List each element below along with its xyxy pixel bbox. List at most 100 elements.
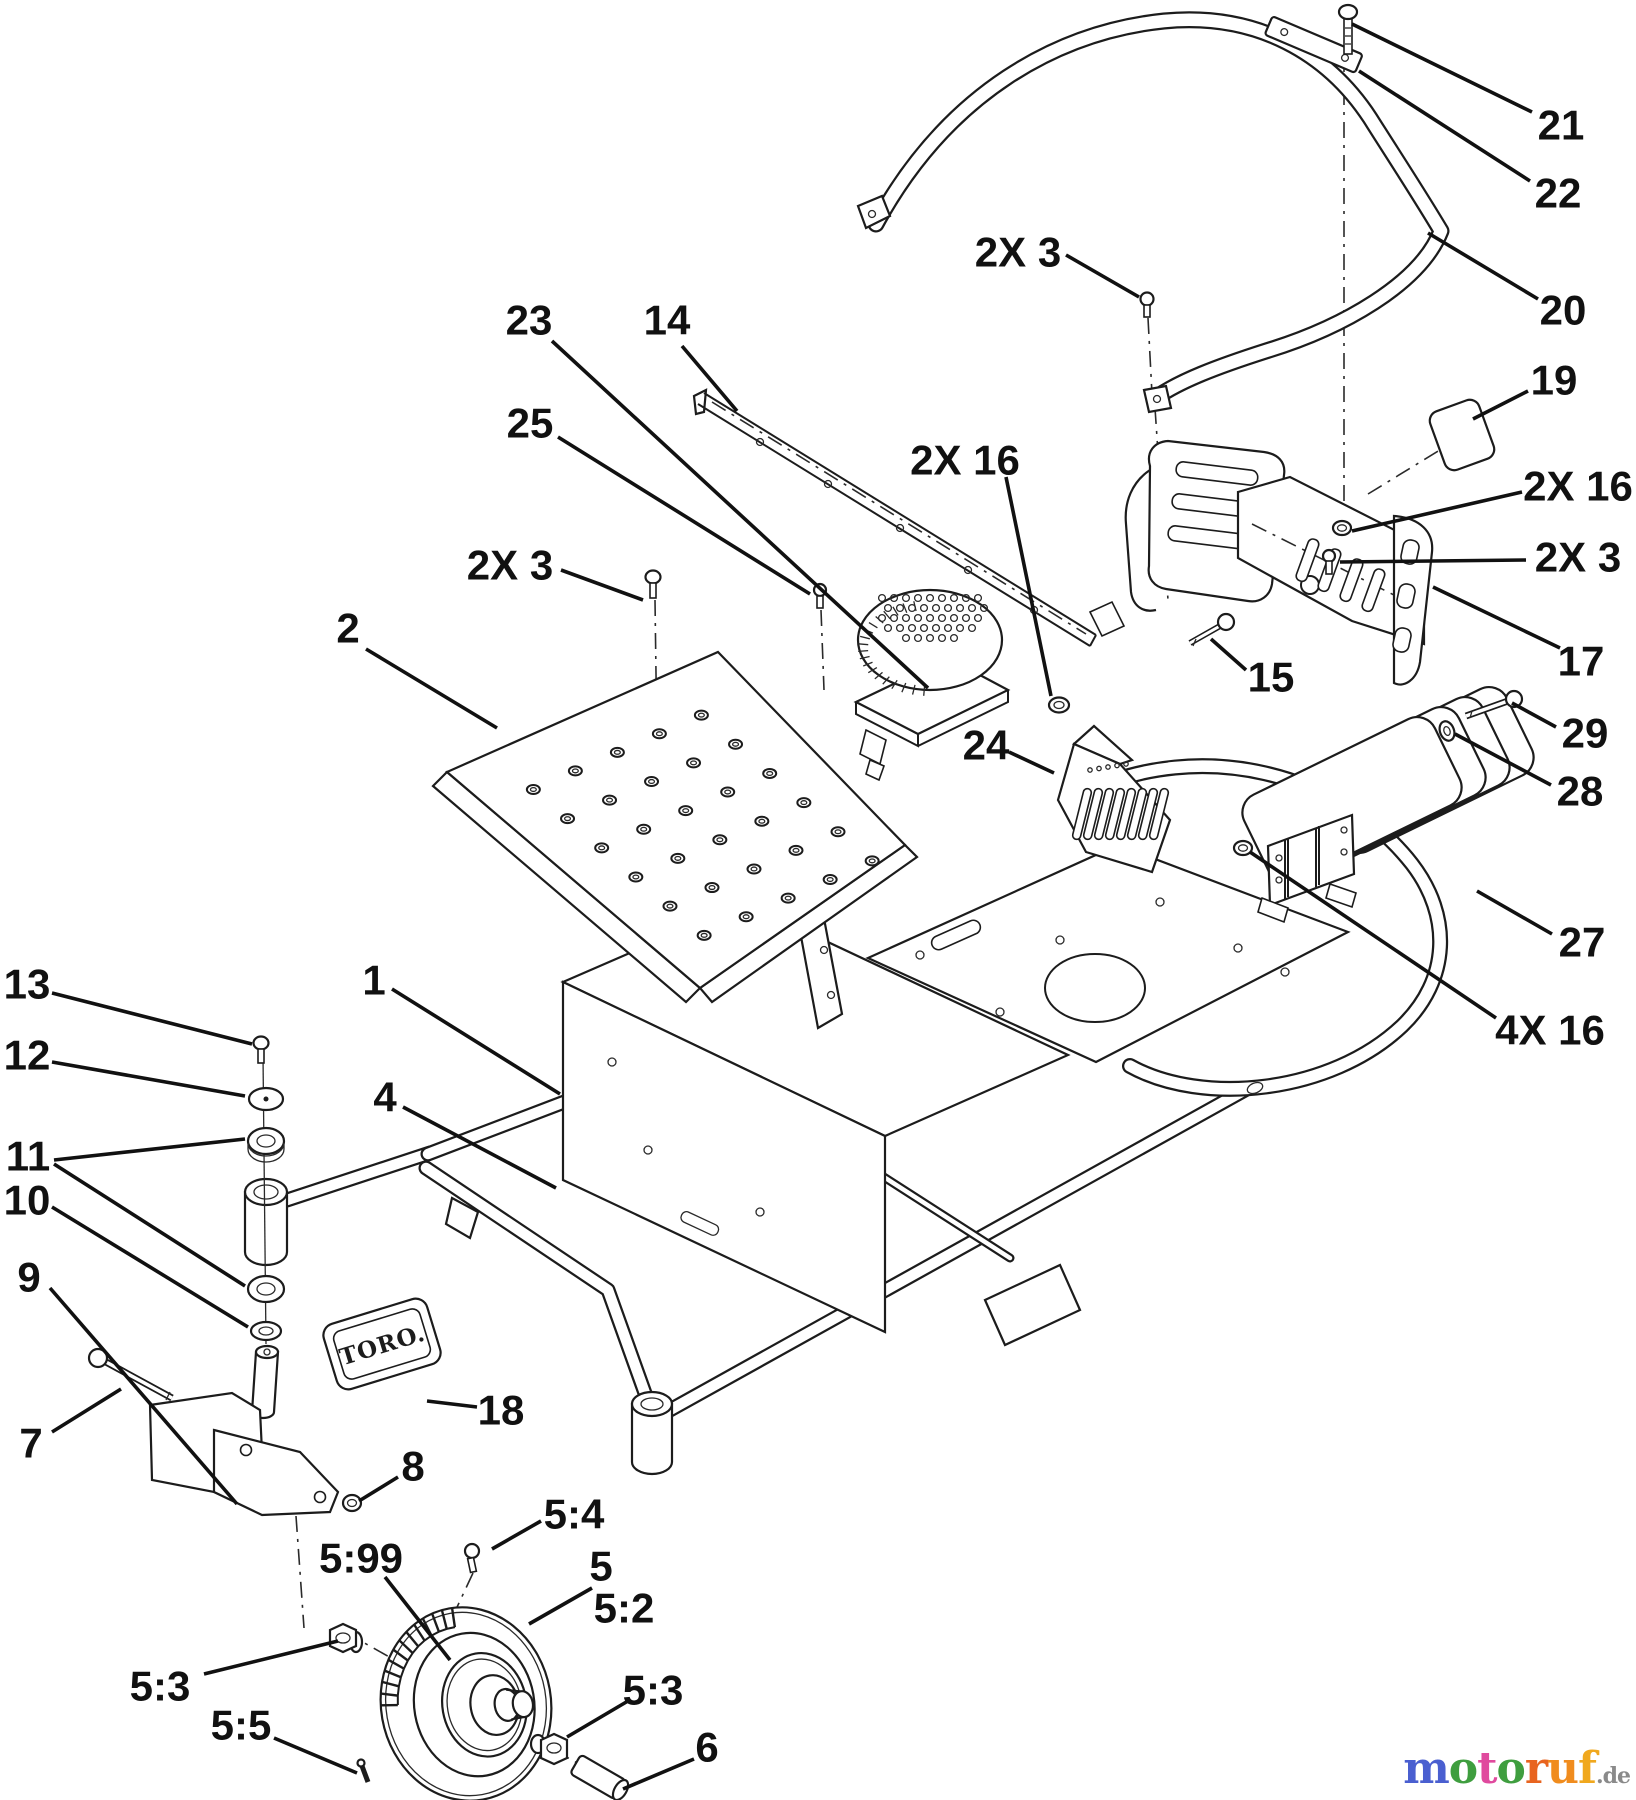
seat-plate-holes [525,709,880,941]
callout-label-23: 23 [506,297,553,344]
flange-nut-2x16 [1331,519,1353,537]
fork-pivot [250,1344,280,1420]
nut-5-3-left [328,1622,364,1654]
weight-bracket [1266,813,1356,907]
callout-4x16: 4X 16 [1248,850,1605,1054]
callout-2x16-center: 2X 16 [910,437,1053,697]
bolt-13 [252,1035,270,1064]
callout-label-1: 1 [362,957,385,1004]
callout-27: 27 [1476,889,1606,966]
bearing-11-top [246,1126,286,1163]
leader-line [48,1286,239,1506]
leader-line [53,1137,246,1162]
part-support-rail [692,388,1126,647]
part-seat-plate [431,650,919,1004]
frame-box-front [561,980,887,1334]
callout-label-20: 20 [1540,287,1587,334]
axle-tube-6 [570,1754,630,1800]
washer-10 [249,1320,283,1342]
watermark: motoruf.de [1403,1743,1631,1794]
callout-label-2: 2 [336,605,359,652]
part-caster-fork [87,1344,363,1517]
leader-line [1248,850,1498,1020]
callout-5-3-left: 5:3 [130,1639,339,1710]
callout-28: 28 [1454,732,1603,815]
leader-line [622,1757,695,1791]
leader-line [1432,585,1561,650]
leader-line [51,991,253,1046]
leader-line [1339,558,1527,564]
leader-line [273,1736,358,1775]
callout-8: 8 [358,1443,425,1503]
nut-4x16 [1232,839,1254,857]
leader-line [1008,750,1055,775]
callout-label-5-3-right: 5:3 [623,1667,684,1714]
leader-line [1472,389,1529,421]
leader-line [680,344,739,413]
bolt-29 [1464,689,1524,720]
pin-5-5 [356,1758,371,1783]
frame-gusset [983,1263,1082,1347]
callout-22: 22 [1358,69,1581,217]
nut-5-3-right [529,1732,569,1766]
callout-label-4x16: 4X 16 [1495,1007,1605,1054]
callout-label-25: 25 [507,400,554,447]
callout-label-2x16-center: 2X 16 [910,437,1020,484]
callout-1: 1 [362,957,561,1096]
callout-label-27: 27 [1559,919,1606,966]
callout-5-5: 5:5 [211,1702,358,1775]
watermark-letter: f [1578,1743,1597,1794]
callout-19: 19 [1472,357,1577,421]
watermark-letter: m [1403,1743,1450,1794]
watermark-letter: o [1496,1743,1525,1794]
leader-line [383,1575,452,1662]
watermark-letter: t [1477,1743,1497,1794]
leader-line [51,1205,249,1329]
axle-bolt-7 [87,1347,174,1402]
callout-6: 6 [622,1724,719,1791]
decal-toro: TORO. [322,1297,442,1391]
leader-line [51,1060,246,1098]
callout-29: 29 [1511,701,1609,757]
callout-12: 12 [4,1032,246,1098]
callout-4: 4 [373,1074,557,1190]
part-air-cleaner [853,588,1011,782]
leader-line [557,435,811,596]
leader-line [51,1387,122,1434]
watermark-letter: u [1547,1743,1579,1794]
part-caster-wheel [328,1542,630,1800]
callout-label-5-5: 5:5 [211,1702,272,1749]
callout-label-15: 15 [1248,654,1295,701]
leader-line [1209,637,1248,672]
bolt-21 [1337,3,1359,55]
engine-deck-plate [865,843,1351,1064]
callout-label-6: 6 [695,1724,718,1771]
caster-socket-left [243,1190,289,1267]
callout-label-21: 21 [1538,102,1585,149]
flange-nut-2x16-center [1047,696,1071,714]
leader-line [560,568,644,602]
tire-tread [380,1607,457,1707]
callout-label-29: 29 [1562,710,1609,757]
callout-5: 5 [528,1543,613,1626]
part-counterweights [1232,686,1535,924]
callout-label-5-2: 5:2 [594,1585,655,1632]
callout-21: 21 [1351,22,1585,149]
leader-line [1454,732,1552,787]
leader-line [391,987,561,1096]
leader-line [1004,476,1053,697]
part-engine-guard [1124,398,1496,686]
screw-2x3-top [1139,291,1155,318]
screw-2x3-left [644,569,662,599]
callout-17: 17 [1432,585,1604,685]
tire [379,1606,553,1800]
callout-label-18: 18 [478,1387,525,1434]
callout-7: 7 [19,1387,122,1467]
leader-line [566,1699,629,1739]
leader-line [365,647,498,730]
callout-24: 24 [963,722,1055,775]
watermark-letter: r [1524,1743,1548,1794]
callout-label-5-4: 5:4 [544,1491,605,1538]
leader-line [402,1105,557,1190]
